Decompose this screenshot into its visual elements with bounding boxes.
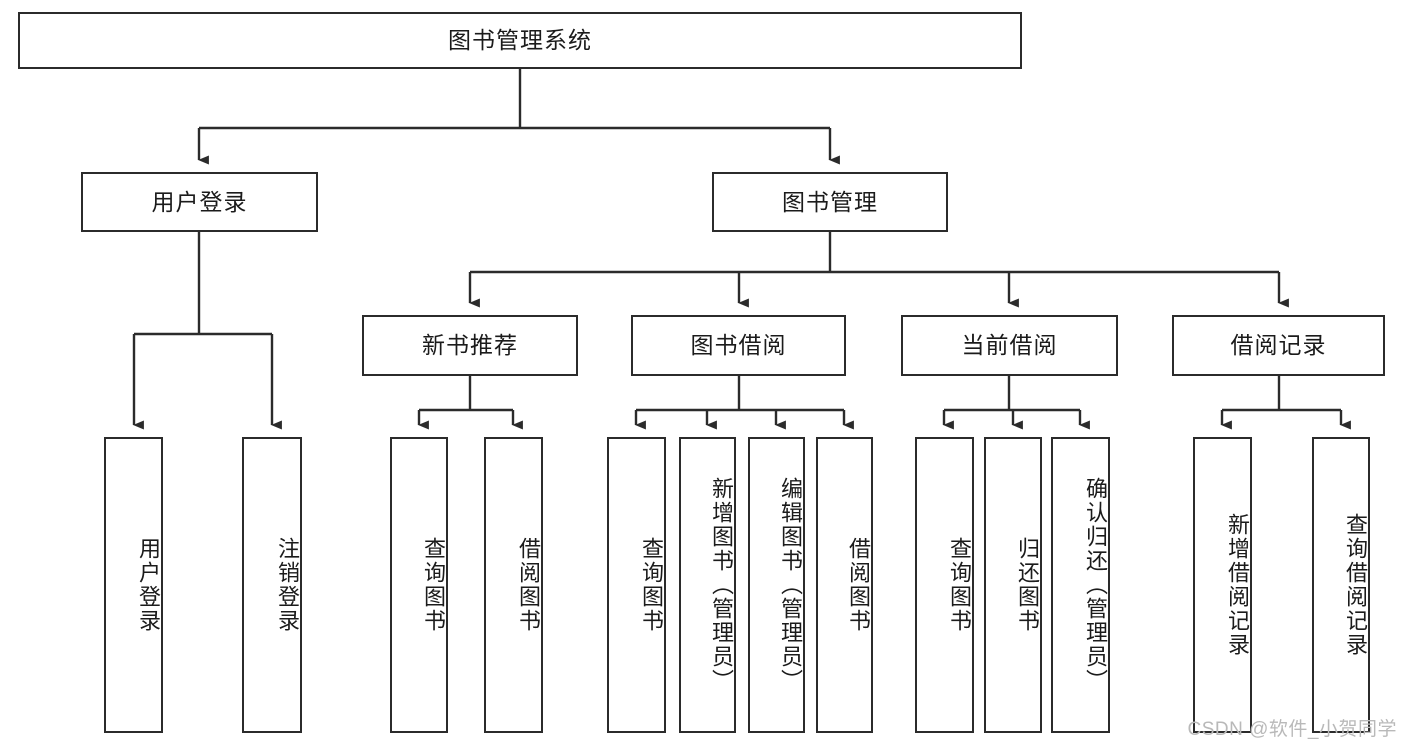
node-user-login-do-label: 用户登录: [136, 537, 161, 633]
node-add-book-admin-label: 新增图书（管理员）: [709, 477, 734, 693]
node-new-book-recommend[interactable]: 新书推荐: [362, 315, 578, 376]
node-user-logout-label: 注销登录: [275, 537, 300, 633]
node-query-borrow-record[interactable]: 查询借阅记录: [1312, 437, 1370, 733]
watermark: CSDN @软件_小贺同学: [1187, 719, 1397, 740]
node-borrow-book-1[interactable]: 借阅图书: [484, 437, 543, 733]
node-confirm-return-admin[interactable]: 确认归还（管理员）: [1051, 437, 1110, 733]
node-new-book-recommend-label: 新书推荐: [422, 332, 518, 359]
node-add-borrow-record-label: 新增借阅记录: [1225, 513, 1250, 657]
node-query-book-1-label: 查询图书: [421, 537, 446, 633]
node-query-book-3[interactable]: 查询图书: [915, 437, 974, 733]
node-borrow-book-2[interactable]: 借阅图书: [816, 437, 873, 733]
node-current-borrow-label: 当前借阅: [961, 332, 1058, 359]
node-edit-book-admin[interactable]: 编辑图书（管理员）: [748, 437, 805, 733]
node-query-book-3-label: 查询图书: [947, 537, 972, 633]
node-query-book-2[interactable]: 查询图书: [607, 437, 666, 733]
node-user-login[interactable]: 用户登录: [81, 172, 318, 232]
node-borrow-book-1-label: 借阅图书: [516, 537, 541, 633]
node-borrow-record[interactable]: 借阅记录: [1172, 315, 1385, 376]
node-root-label: 图书管理系统: [448, 27, 592, 54]
node-query-borrow-record-label: 查询借阅记录: [1343, 513, 1368, 657]
node-user-login-label: 用户登录: [151, 188, 248, 215]
node-add-borrow-record[interactable]: 新增借阅记录: [1193, 437, 1252, 733]
node-query-book-2-label: 查询图书: [639, 537, 664, 633]
node-book-manage[interactable]: 图书管理: [712, 172, 948, 232]
node-query-book-1[interactable]: 查询图书: [390, 437, 448, 733]
node-return-book-label: 归还图书: [1015, 537, 1040, 633]
node-user-logout[interactable]: 注销登录: [242, 437, 302, 733]
node-edit-book-admin-label: 编辑图书（管理员）: [778, 477, 803, 693]
node-confirm-return-admin-label: 确认归还（管理员）: [1083, 477, 1108, 693]
node-add-book-admin[interactable]: 新增图书（管理员）: [679, 437, 736, 733]
node-current-borrow[interactable]: 当前借阅: [901, 315, 1118, 376]
node-book-borrow[interactable]: 图书借阅: [631, 315, 846, 376]
node-book-borrow-label: 图书借阅: [690, 332, 787, 359]
node-user-login-do[interactable]: 用户登录: [104, 437, 163, 733]
node-return-book[interactable]: 归还图书: [984, 437, 1042, 733]
node-borrow-record-label: 借阅记录: [1230, 332, 1327, 359]
node-root[interactable]: 图书管理系统: [18, 12, 1022, 69]
node-book-manage-label: 图书管理: [782, 188, 878, 215]
node-borrow-book-2-label: 借阅图书: [846, 537, 871, 633]
